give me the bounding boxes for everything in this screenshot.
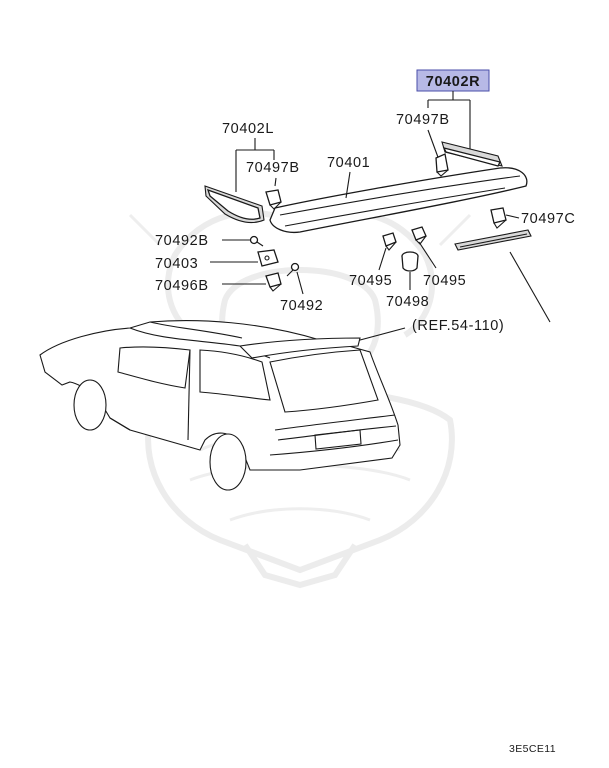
label-70497C[interactable]: 70497C xyxy=(521,211,575,227)
label-ref-54-110[interactable]: (REF.54-110) xyxy=(412,318,504,334)
cap-70498 xyxy=(401,251,419,272)
screw-70492 xyxy=(286,262,300,277)
bracket-70403 xyxy=(257,249,279,267)
leader-ref xyxy=(509,251,551,323)
car-outline xyxy=(39,320,401,491)
label-70497B-right[interactable]: 70497B xyxy=(396,112,450,128)
clip-70497B-right xyxy=(435,153,449,177)
clip-70496B xyxy=(265,272,282,292)
leader-70492 xyxy=(296,271,304,295)
label-70492[interactable]: 70492 xyxy=(280,298,323,314)
label-70401[interactable]: 70401 xyxy=(327,155,370,171)
leader-70402L xyxy=(235,138,275,192)
leader-70402R xyxy=(427,91,471,155)
grommet-70495-right xyxy=(411,226,427,245)
label-70497B-left[interactable]: 70497B xyxy=(246,160,300,176)
clip-70497B-left xyxy=(265,189,282,210)
bolt-70492B xyxy=(249,235,264,247)
leader-70497B-left xyxy=(274,177,277,187)
end-cap-left xyxy=(204,185,265,223)
label-70402R[interactable]: 70402R xyxy=(416,69,490,92)
brake-light-strip xyxy=(454,229,532,251)
clip-70497C xyxy=(490,207,507,229)
leader-70495-left xyxy=(378,247,387,271)
label-70403[interactable]: 70403 xyxy=(155,256,198,272)
grommet-70495-left xyxy=(382,232,397,251)
leader-70497C xyxy=(505,214,520,219)
figure-code: 3E5CE11 xyxy=(509,743,556,755)
leader-70401 xyxy=(345,171,351,199)
spoiler-70401 xyxy=(269,167,528,234)
leader-70495-right xyxy=(418,241,437,269)
label-70495-right[interactable]: 70495 xyxy=(423,273,466,289)
end-cap-right xyxy=(441,141,503,167)
label-70498[interactable]: 70498 xyxy=(386,294,429,310)
label-70495-left[interactable]: 70495 xyxy=(349,273,392,289)
leader-70497B-right xyxy=(427,129,440,161)
label-70496B[interactable]: 70496B xyxy=(155,278,209,294)
label-70402R-text: 70402R xyxy=(426,74,480,90)
label-70492B[interactable]: 70492B xyxy=(155,233,209,249)
label-70402L[interactable]: 70402L xyxy=(222,121,274,137)
